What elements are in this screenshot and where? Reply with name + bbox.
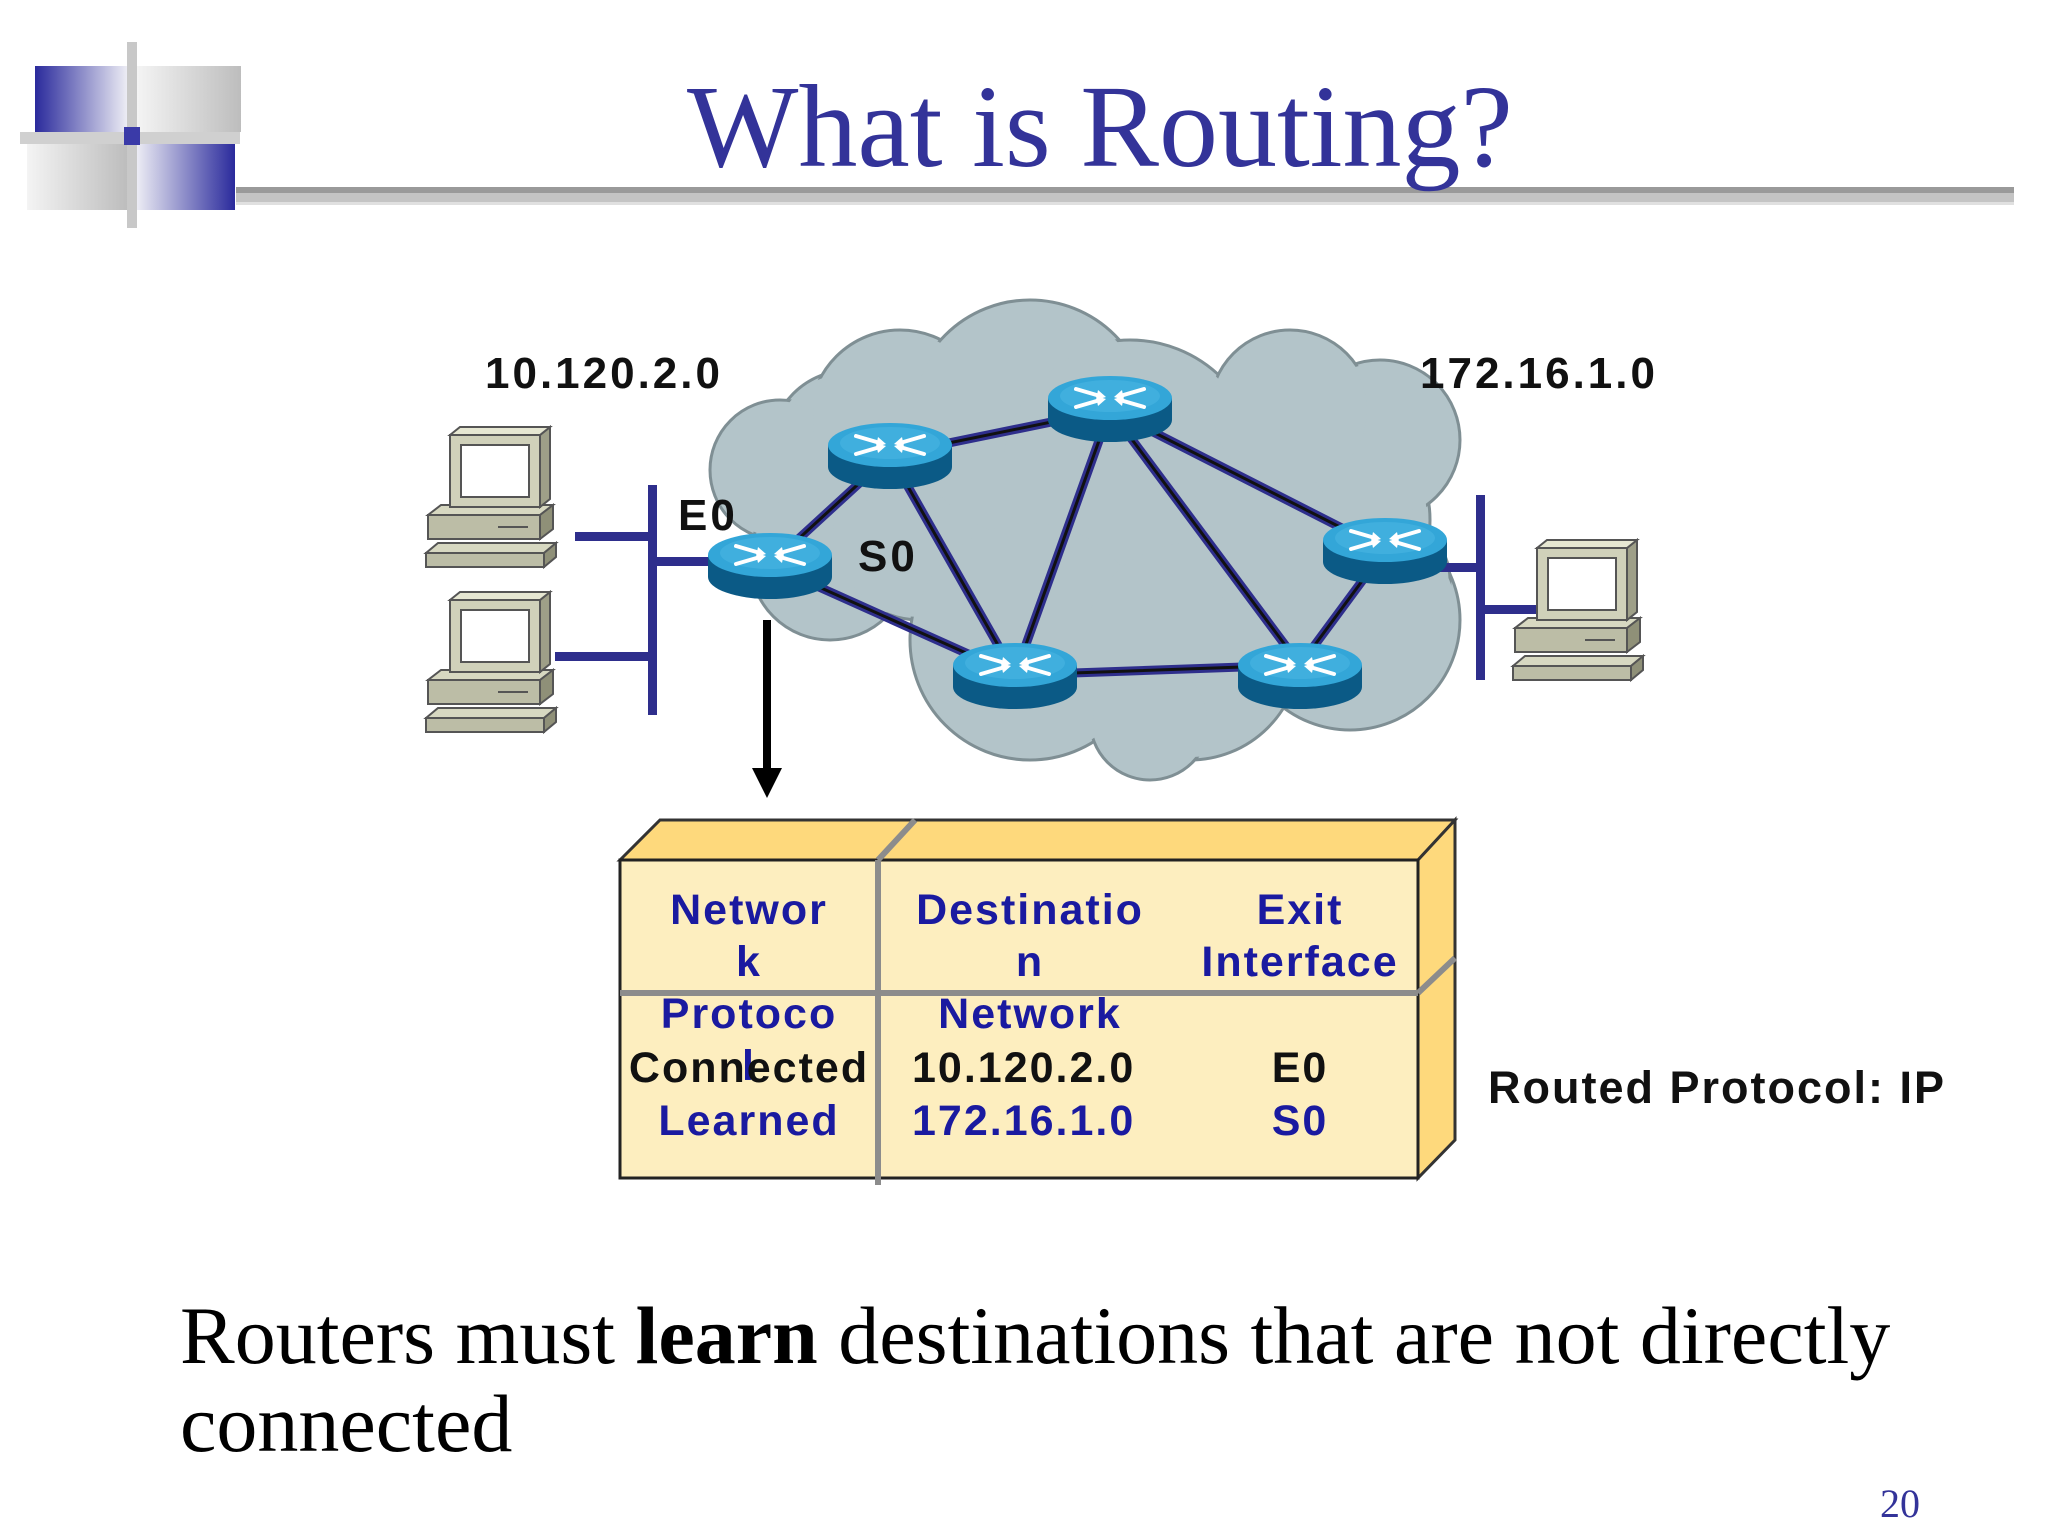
router-bottom-left (951, 641, 1079, 711)
title-underline (236, 187, 2014, 205)
table-row-destination: 172.16.1.0 (912, 1097, 1136, 1145)
pc-left-bottom (425, 591, 557, 733)
router-top (1046, 374, 1174, 444)
right-lan-to-router (1440, 563, 1480, 572)
left-network-label: 10.120.2.0 (485, 349, 723, 398)
left-lan-to-pc1 (575, 532, 652, 541)
table-pointer-arrow (752, 620, 782, 798)
table-row-exit: E0 (1271, 1044, 1329, 1092)
network-diagram (425, 298, 1644, 1185)
slide-title: What is Routing? (687, 61, 1513, 192)
table-top-face (616, 818, 1459, 862)
logo-square-bottom-right (137, 144, 235, 210)
left-lan-bus (648, 485, 657, 715)
routed-protocol-label: Routed Protocol: IP (1488, 1062, 1946, 1113)
router-edge-left (706, 531, 834, 601)
router-upper-left (826, 421, 954, 491)
table-front-face (618, 858, 1420, 1180)
table-row-exit: S0 (1271, 1097, 1329, 1145)
router-edge-right (1321, 516, 1449, 586)
table-row: Learned (658, 1097, 840, 1145)
right-network-label: 172.16.1.0 (1420, 349, 1658, 398)
left-lan-to-pc2 (555, 652, 652, 661)
routing-table-box (616, 816, 1459, 1185)
left-lan (555, 485, 732, 715)
right-lan-bus (1476, 495, 1485, 680)
logo-center-dot (124, 127, 140, 145)
table-side-face (1416, 816, 1457, 1182)
body-text-emphasis: learn (635, 1290, 818, 1381)
slide-logo (20, 42, 241, 228)
logo-square-bottom-left (27, 144, 127, 210)
left-lan-to-router (652, 557, 732, 566)
table-row-destination: 10.120.2.0 (912, 1044, 1136, 1092)
right-lan (1440, 495, 1546, 680)
table-header-protocol: Networ k Protoco l (660, 886, 838, 1090)
slide-body-text: Routers must learn destinations that are… (180, 1292, 2010, 1468)
table-header-destination: Destinatio n Network (916, 886, 1144, 1038)
logo-square-top-left (35, 66, 127, 132)
logo-square-top-right (137, 66, 241, 132)
body-text-start: Routers must (180, 1290, 636, 1381)
page-number: 20 (1880, 1481, 1920, 1526)
body-text-end: destinations that are not directly conne… (180, 1290, 1891, 1469)
pc-left-top (425, 426, 557, 568)
interface-e0-label: E0 (678, 491, 738, 540)
interface-s0-label: S0 (858, 532, 918, 581)
router-bottom-right (1236, 641, 1364, 711)
right-lan-to-pc (1480, 605, 1546, 614)
table-row: Connected (628, 1044, 870, 1092)
table-header-exit: Exit Interface (1201, 886, 1399, 986)
